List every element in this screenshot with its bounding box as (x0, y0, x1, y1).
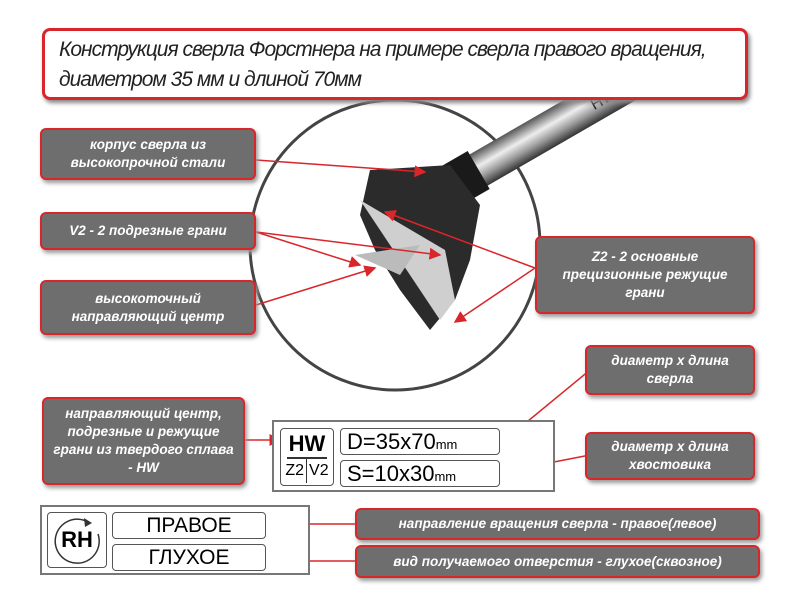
title-line-2: диаметром 35 мм и длиной 70мм (59, 68, 362, 91)
drill-size-field: D=35x70mm (340, 428, 500, 455)
title-line-1: Конструкция сверла Форстнера на примере … (59, 38, 707, 61)
shank-size-unit: mm (434, 469, 457, 484)
shank-size-field: S=10x30mm (340, 460, 500, 487)
page-title: Конструкция сверла Форстнера на примере … (42, 28, 748, 100)
rh-text: RH (61, 527, 93, 552)
shank-size-value: S=10x30 (347, 461, 435, 486)
hw-label: HW (287, 431, 327, 459)
z2-label: Z2 (285, 459, 308, 483)
drill-size-value: D=35x70 (347, 429, 436, 454)
callout-drill-size: диаметр х длина сверла (585, 345, 755, 395)
drill-size-unit: mm (435, 437, 458, 452)
rotation-value: ПРАВОЕ (112, 512, 266, 539)
callout-z2: Z2 - 2 основные прецизионные режущие гра… (535, 236, 755, 314)
callout-shank-size: диаметр х длина хвостовика (585, 432, 755, 480)
cutting-edge (355, 245, 420, 275)
callout-v2: V2 - 2 подрезные грани (40, 212, 256, 250)
rh-badge: RH (47, 512, 107, 568)
callout-body: корпус сверла из высокопрочной стали (40, 128, 256, 180)
callout-hw: направляющий центр, подрезные и режущие … (42, 397, 245, 485)
callout-hole: вид получаемого отверстия - глухое(сквоз… (355, 545, 760, 578)
callout-rotation: направление вращения сверла - правое(лев… (355, 508, 760, 540)
hole-type-value: ГЛУХОЕ (112, 544, 266, 571)
pointer-arrows (245, 159, 591, 567)
rotation-arrow-icon (54, 518, 100, 564)
callout-center: высокоточный направляющий центр (40, 280, 256, 335)
rotation-label: RH ПРАВОЕ ГЛУХОЕ (40, 505, 310, 575)
v2-label: V2 (309, 462, 329, 479)
